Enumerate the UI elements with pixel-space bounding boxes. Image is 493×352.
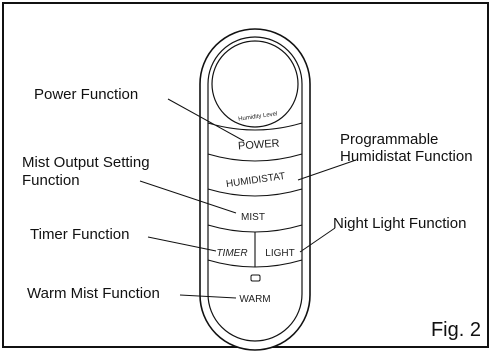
programmable-callout: Programmable: [340, 131, 439, 148]
warm-button-label[interactable]: WARM: [239, 294, 270, 305]
remote-outline: [199, 28, 311, 351]
warm-mist-function-callout: Warm Mist Function: [27, 285, 160, 302]
humidistat-function-callout: Humidistat Function: [340, 148, 473, 165]
humidity-level-label: Humidity Level: [238, 111, 278, 122]
power-function-callout: Power Function: [34, 86, 139, 103]
warm-mist-leader-line: [179, 294, 237, 299]
mist-function-callout: Function: [22, 172, 80, 189]
humidistat-leader-line: [297, 159, 357, 181]
timer-leader-line: [147, 236, 217, 252]
night-light-function-callout: Night Light Function: [333, 215, 467, 232]
figure-label: Fig. 2: [430, 319, 481, 341]
timer-button-label[interactable]: TIMER: [216, 248, 247, 259]
remote-inner-outline: [207, 36, 303, 342]
separator-3: [207, 188, 303, 197]
mist-leader-line: [139, 180, 237, 214]
separator-2: [207, 153, 303, 162]
mist-button-label[interactable]: MIST: [241, 212, 265, 223]
night-light-leader-line: [299, 227, 336, 253]
humidity-display: [211, 40, 299, 128]
light-button-label[interactable]: LIGHT: [265, 248, 294, 259]
timer-function-callout: Timer Function: [30, 226, 130, 243]
mist-output-setting-callout: Mist Output Setting: [22, 154, 150, 171]
led-indicator: [250, 274, 261, 282]
separator-1: [207, 122, 303, 131]
power-leader-line: [167, 98, 245, 142]
power-button-label[interactable]: POWER: [238, 138, 280, 153]
